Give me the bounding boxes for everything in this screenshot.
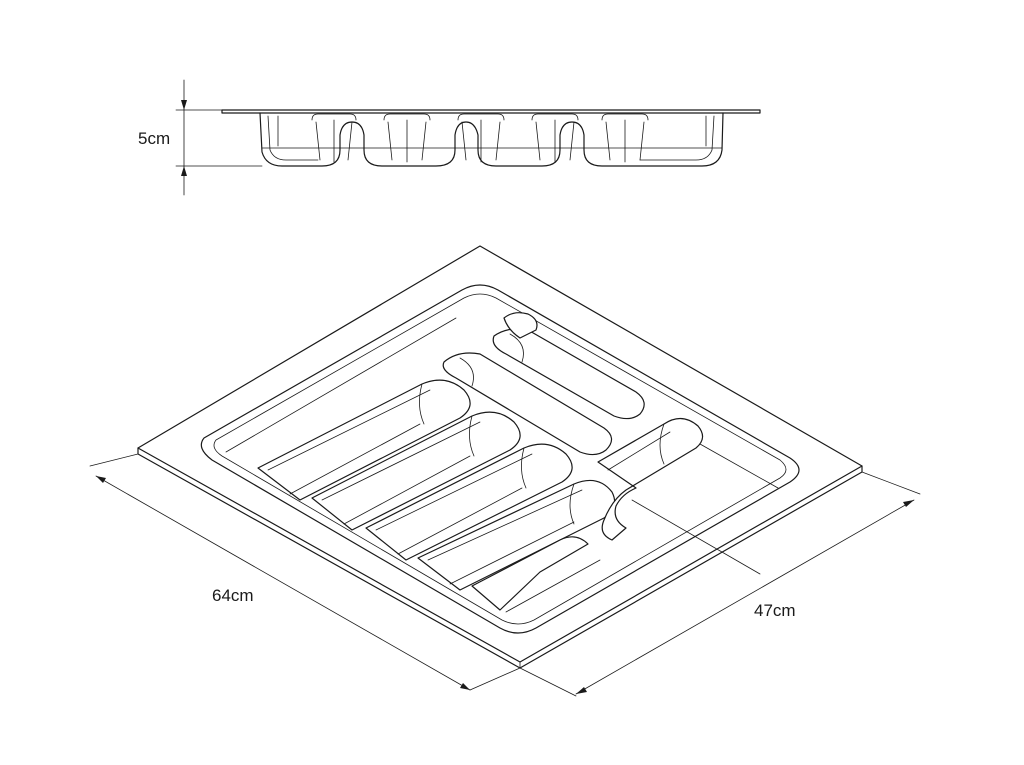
divider-1 xyxy=(257,379,471,501)
divider-right xyxy=(597,417,704,541)
divider-5 xyxy=(471,536,589,611)
isometric-view xyxy=(137,245,863,669)
tray-outer-wall xyxy=(200,284,800,634)
length-dimension: 64cm xyxy=(89,453,521,691)
side-view-profile xyxy=(259,112,724,167)
side-view-rim xyxy=(221,109,761,114)
divider-3 xyxy=(365,443,573,561)
height-label: 5cm xyxy=(138,129,170,148)
side-view xyxy=(221,109,761,167)
length-label: 64cm xyxy=(212,586,254,605)
divider-2 xyxy=(311,411,521,531)
divider-back-3 xyxy=(503,312,538,339)
width-label: 47cm xyxy=(754,601,796,620)
divider-back-1 xyxy=(442,352,613,456)
height-dimension: 5cm xyxy=(138,79,263,196)
width-dimension: 47cm xyxy=(519,471,921,697)
